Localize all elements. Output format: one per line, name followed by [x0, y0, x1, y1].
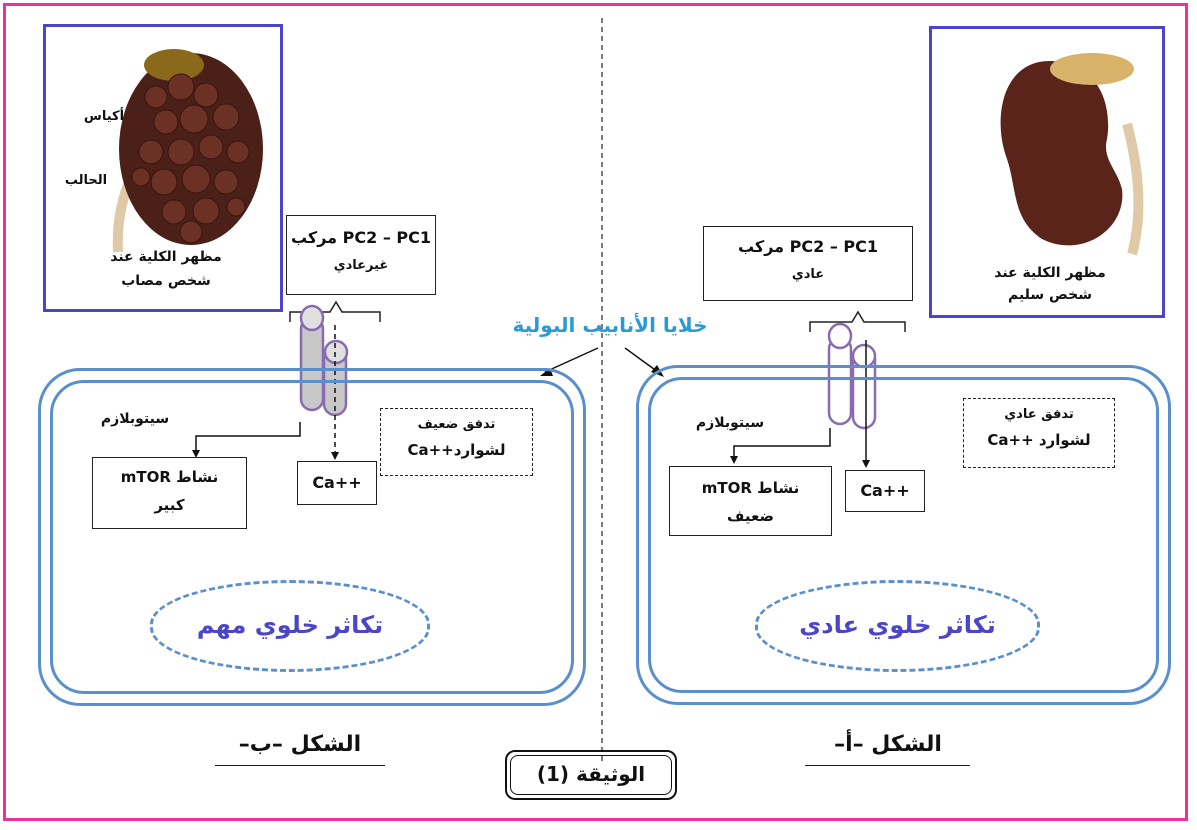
ca-box-b: Ca++	[297, 461, 377, 505]
diseased-kidney-caption-line1: مظهر الكلية عند	[110, 249, 222, 265]
complex-brace-b	[289, 300, 381, 322]
ca-label-b: Ca++	[312, 473, 362, 492]
mtor-arrow-a	[733, 428, 831, 458]
figure-a-label: الشكل –أ–	[834, 732, 942, 757]
ca-box-a: Ca++	[845, 470, 925, 512]
tubule-cells-title: خلايا الأنابيب البولية	[512, 313, 708, 337]
mtor-a-line1: نشاط mTOR	[701, 479, 800, 497]
cell-b-inner-membrane	[50, 380, 574, 694]
figure-b-label: الشكل –ب–	[238, 732, 362, 757]
diseased-kidney-caption-line2: شخص مصاب	[121, 273, 211, 289]
cell-a-outer-membrane	[636, 365, 1171, 705]
mtor-b-line1: نشاط mTOR	[120, 468, 219, 486]
mtor-arrow-b	[195, 422, 301, 452]
mtor-b-line2: كبير	[154, 496, 185, 514]
complex-box-b: PC2 – PC1 مركب غيرعادي	[286, 215, 436, 295]
cysts-label: أكياس	[83, 109, 125, 124]
figure-a-underline	[805, 765, 970, 766]
document-frame	[3, 3, 1188, 821]
cell-a-inner-membrane	[648, 377, 1159, 693]
proliferation-a: تكاثر خلوي عادي	[755, 580, 1040, 672]
mtor-box-b: نشاط mTOR كبير	[92, 457, 247, 529]
healthy-kidney-caption-line2: شخص سليم	[1007, 287, 1092, 303]
proliferation-a-label: تكاثر خلوي عادي	[799, 611, 996, 639]
document-title: الوثيقة (1)	[536, 762, 646, 786]
flow-box-a: تدفق عادي لشوارد ++Ca	[963, 398, 1115, 468]
healthy-kidney-photo: مظهر الكلية عند شخص سليم	[929, 26, 1165, 318]
mtor-a-line2: ضعيف	[727, 507, 774, 525]
complex-b-line1: PC2 – PC1 مركب	[290, 228, 431, 247]
ca-label-a: Ca++	[860, 481, 910, 500]
arrow-to-cell-a	[624, 347, 659, 373]
flow-a-line1: تدفق عادي	[1004, 407, 1074, 422]
proliferation-b-label: تكاثر خلوي مهم	[196, 611, 384, 639]
pc1-pc2-channel-a	[827, 322, 877, 430]
healthy-kidney-image	[1000, 53, 1144, 256]
cytoplasm-label-a: سيتوبلازم	[695, 415, 765, 431]
cell-b-outer-membrane	[38, 368, 586, 706]
polycystic-kidney-image	[112, 49, 263, 253]
flow-box-b: تدفق ضعيف لشوارد++Ca	[380, 408, 533, 476]
healthy-kidney-caption-line1: مظهر الكلية عند	[994, 265, 1106, 281]
diseased-kidney-photo: أكياس الحالب مظهر الكلية عند شخص مصاب	[43, 24, 283, 312]
complex-box-a: PC2 – PC1 مركب عادي	[703, 226, 913, 301]
complex-a-line1: PC2 – PC1 مركب	[737, 237, 878, 256]
flow-a-line2: لشوارد ++Ca	[987, 431, 1091, 449]
figure-b-underline	[215, 765, 385, 766]
cytoplasm-label-b: سيتوبلازم	[100, 411, 170, 427]
document-title-box: الوثيقة (1)	[505, 750, 677, 800]
ureter-label: الحالب	[64, 173, 108, 188]
flow-b-line2: لشوارد++Ca	[407, 441, 506, 459]
mtor-box-a: نشاط mTOR ضعيف	[669, 466, 832, 536]
complex-b-line2: غيرعادي	[333, 258, 389, 273]
complex-brace-a	[809, 310, 906, 332]
flow-b-line1: تدفق ضعيف	[417, 417, 496, 432]
complex-a-line2: عادي	[791, 267, 825, 282]
arrow-to-cell-b	[544, 347, 599, 373]
proliferation-b: تكاثر خلوي مهم	[150, 580, 430, 672]
